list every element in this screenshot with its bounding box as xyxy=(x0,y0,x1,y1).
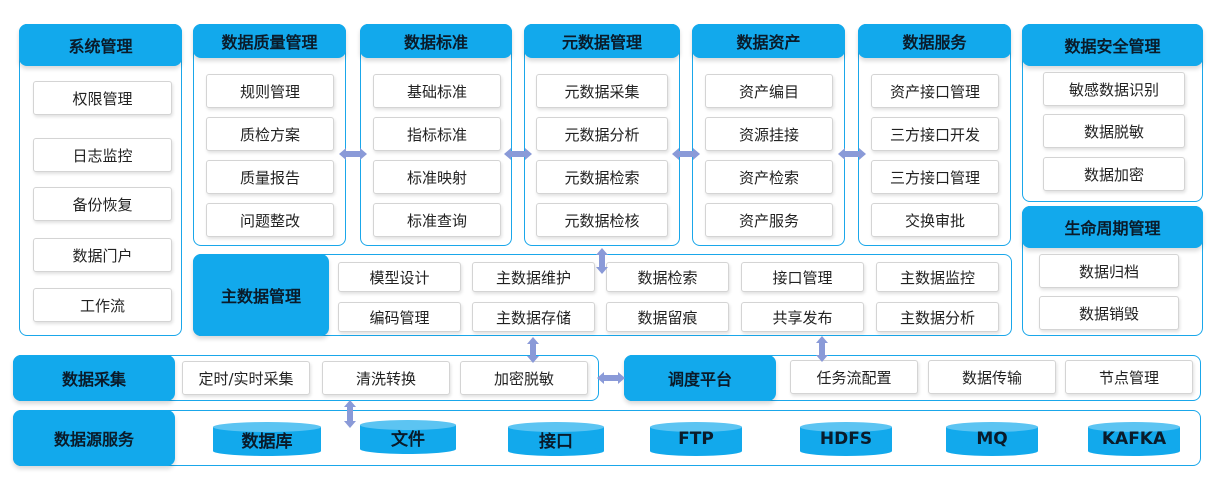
source-interface: 接口 xyxy=(508,422,604,456)
quality-item-plan: 质检方案 xyxy=(206,117,334,151)
source-ftp: FTP xyxy=(650,422,742,456)
standard-item-basic: 基础标准 xyxy=(373,74,501,108)
lifecycle-item-archive: 数据归档 xyxy=(1039,254,1179,288)
data-standard-title: 数据标准 xyxy=(360,24,512,58)
system-item-backup: 备份恢复 xyxy=(33,187,172,221)
system-management-panel xyxy=(19,24,182,336)
source-interface-label: 接口 xyxy=(539,431,573,452)
system-management-title: 系统管理 xyxy=(19,24,182,66)
arrow-collect-schedule xyxy=(597,372,625,384)
lifecycle-item-destroy: 数据销毁 xyxy=(1039,296,1179,330)
system-item-permission: 权限管理 xyxy=(33,81,172,115)
master-item-publish: 共享发布 xyxy=(741,302,864,332)
schedule-platform-title: 调度平台 xyxy=(624,355,776,401)
data-collect-title: 数据采集 xyxy=(13,355,175,401)
service-item-asset-api: 资产接口管理 xyxy=(871,74,999,108)
arrow-quality-standard xyxy=(339,148,367,160)
master-item-coding: 编码管理 xyxy=(338,302,461,332)
service-item-third-dev: 三方接口开发 xyxy=(871,117,999,151)
source-ftp-label: FTP xyxy=(678,429,714,449)
schedule-item-node: 节点管理 xyxy=(1065,360,1193,394)
source-hdfs-label: HDFS xyxy=(819,429,873,449)
metadata-item-collect: 元数据采集 xyxy=(536,74,668,108)
metadata-item-check: 元数据检核 xyxy=(536,203,668,237)
source-kafka-label: KAFKA xyxy=(1101,429,1167,449)
master-item-maintain: 主数据维护 xyxy=(472,262,595,292)
master-item-search: 数据检索 xyxy=(606,262,729,292)
source-hdfs: HDFS xyxy=(800,422,892,456)
arrow-metadata-assets xyxy=(672,148,700,160)
source-file: 文件 xyxy=(360,420,456,454)
quality-item-rectify: 问题整改 xyxy=(206,203,334,237)
arrow-collect-source xyxy=(344,400,356,428)
collect-item-encrypt: 加密脱敏 xyxy=(460,361,588,395)
security-item-masking: 数据脱敏 xyxy=(1043,114,1185,148)
security-item-encrypt: 数据加密 xyxy=(1043,157,1185,191)
source-database: 数据库 xyxy=(213,422,321,456)
source-database-label: 数据库 xyxy=(241,431,293,452)
lifecycle-title: 生命周期管理 xyxy=(1022,206,1203,248)
assets-item-search: 资产检索 xyxy=(705,160,833,194)
schedule-item-taskflow: 任务流配置 xyxy=(790,360,918,394)
arrow-standard-metadata xyxy=(504,148,532,160)
collect-item-clean: 清洗转换 xyxy=(322,361,450,395)
data-service-title: 数据服务 xyxy=(858,24,1011,58)
standard-item-query: 标准查询 xyxy=(373,203,501,237)
source-mq: MQ xyxy=(946,422,1038,456)
arrow-master-collect xyxy=(527,337,539,363)
arrow-master-schedule xyxy=(816,336,828,362)
schedule-item-transfer: 数据传输 xyxy=(928,360,1056,394)
master-item-trace: 数据留痕 xyxy=(606,302,729,332)
source-mq-label: MQ xyxy=(976,429,1008,449)
service-item-third-manage: 三方接口管理 xyxy=(871,160,999,194)
master-item-interface: 接口管理 xyxy=(741,262,864,292)
arrow-metadata-master xyxy=(596,248,608,274)
metadata-item-analysis: 元数据分析 xyxy=(536,117,668,151)
source-kafka: KAFKA xyxy=(1088,422,1180,456)
collect-item-schedule: 定时/实时采集 xyxy=(182,361,310,395)
standard-item-metric: 指标标准 xyxy=(373,117,501,151)
master-item-model: 模型设计 xyxy=(338,262,461,292)
data-source-title: 数据源服务 xyxy=(13,410,175,466)
system-item-workflow: 工作流 xyxy=(33,288,172,322)
source-file-label: 文件 xyxy=(391,429,425,450)
master-data-title: 主数据管理 xyxy=(193,254,329,336)
data-assets-title: 数据资产 xyxy=(692,24,845,58)
data-security-title: 数据安全管理 xyxy=(1022,24,1203,66)
assets-item-catalog: 资产编目 xyxy=(705,74,833,108)
arrow-assets-service xyxy=(838,148,866,160)
metadata-title: 元数据管理 xyxy=(524,24,680,58)
master-item-monitor: 主数据监控 xyxy=(876,262,999,292)
system-item-log-monitor: 日志监控 xyxy=(33,138,172,172)
assets-item-service: 资产服务 xyxy=(705,203,833,237)
master-item-storage: 主数据存储 xyxy=(472,302,595,332)
system-item-portal: 数据门户 xyxy=(33,238,172,272)
metadata-item-search: 元数据检索 xyxy=(536,160,668,194)
security-item-identify: 敏感数据识别 xyxy=(1043,72,1185,106)
quality-item-rules: 规则管理 xyxy=(206,74,334,108)
standard-item-mapping: 标准映射 xyxy=(373,160,501,194)
quality-item-report: 质量报告 xyxy=(206,160,334,194)
data-quality-title: 数据质量管理 xyxy=(193,24,346,58)
assets-item-mount: 资源挂接 xyxy=(705,117,833,151)
master-item-analysis: 主数据分析 xyxy=(876,302,999,332)
service-item-approval: 交换审批 xyxy=(871,203,999,237)
